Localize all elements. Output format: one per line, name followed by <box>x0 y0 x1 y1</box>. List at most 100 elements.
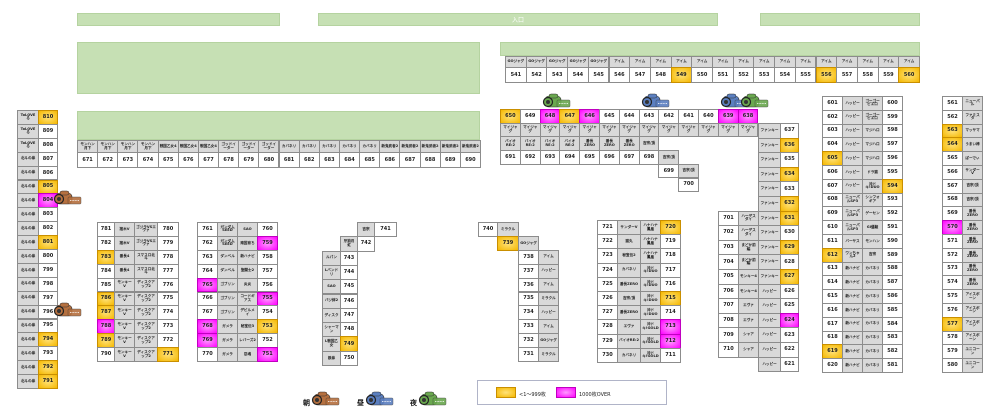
machine-model-label: バイオRE:2 <box>617 333 641 349</box>
machine-model-label: 沖ドキ!GOLD <box>640 319 661 335</box>
machine-model-label: 北斗の拳 <box>17 179 39 195</box>
machine-number-cell: 596 <box>882 151 903 166</box>
machine-number-cell: 580 <box>942 358 963 373</box>
machine-model-label: ガンダムSEED <box>217 235 238 251</box>
machine-model-label: GOジャグ <box>518 235 539 251</box>
machine-model-label: ユニコーン <box>962 358 983 373</box>
machine-number-cell: 769 <box>197 333 218 349</box>
machine-number-cell: 728 <box>597 319 618 335</box>
machine-number-cell: 766 <box>197 291 218 307</box>
machine-number-cell: 635 <box>780 152 799 168</box>
machine-model-label: 番長ZERO <box>617 305 641 321</box>
machine-model-label: カバネリ <box>862 316 883 332</box>
machine-number-cell: 779 <box>157 235 179 251</box>
machine-number-cell: 555 <box>794 67 817 83</box>
machine-number-cell: 562 <box>942 109 963 125</box>
machine-number-cell: 807 <box>38 151 58 167</box>
machine-model-label: 猪木V <box>114 235 135 251</box>
camera-legend-label-morning: 朝 <box>303 399 310 407</box>
machine-model-label: 北斗の拳 <box>17 249 39 264</box>
machine-number-cell: 686 <box>379 152 401 168</box>
machine-model-label: ミラクル <box>538 347 559 362</box>
machine-number-cell: 581 <box>882 358 903 373</box>
machine-model-label: カバネリ <box>862 358 883 373</box>
machine-model-label: マイジャグ <box>500 122 521 138</box>
machine-model-label: ハッピー <box>842 165 863 180</box>
machine-model-label: レバーズ2 <box>237 333 258 349</box>
machine-number-cell: 563 <box>942 123 963 139</box>
machine-model-label: ハッピー <box>842 137 863 153</box>
machine-number-cell: 682 <box>298 152 320 168</box>
machine-model-label: エヴァ <box>738 298 759 314</box>
machine-number-cell: 618 <box>822 330 843 346</box>
machine-model-label: ディスクアップ2 <box>134 305 158 321</box>
machine-model-label: マジハロ <box>862 151 883 166</box>
machine-model-label: ハッピー <box>538 263 559 279</box>
machine-model-label: ディスクアップ2 <box>134 277 158 293</box>
machine-number-cell: 646 <box>579 109 600 124</box>
machine-model-label: ミラクル <box>538 291 559 307</box>
machine-model-label: ゴジラVSエヴァ <box>134 235 158 251</box>
machine-model-label: GOジャグ <box>538 333 559 349</box>
machine-number-cell: 649 <box>519 109 541 124</box>
machine-number-cell: 688 <box>419 152 441 168</box>
machine-model-label: カバネリ <box>862 275 883 291</box>
machine-model-label: 吉宗/頂 <box>658 150 680 165</box>
machine-number-cell: 719 <box>660 234 681 250</box>
camera-morning-icon <box>53 190 83 208</box>
machine-model-label: マイジャグ <box>559 122 581 138</box>
camera-legend-label-noon: 昼 <box>357 399 364 407</box>
machine-number-cell: 698 <box>638 150 660 165</box>
machine-model-label: 新ハナビ <box>842 358 863 373</box>
machine-model-label: マイジャグ <box>717 122 739 138</box>
machine-number-cell: 587 <box>882 275 903 291</box>
machine-number-cell: 723 <box>597 248 618 264</box>
machine-number-cell: 583 <box>882 330 903 346</box>
machine-model-label: モンハン <box>862 234 883 249</box>
machine-model-label: エヴァ <box>617 319 641 335</box>
machine-number-cell: 708 <box>718 312 739 329</box>
machine-model-label: 新ハナビ <box>842 303 863 318</box>
machine-number-cell: 553 <box>753 67 776 83</box>
machine-number-cell: 588 <box>882 261 903 277</box>
machine-number-cell: 607 <box>822 178 843 194</box>
machine-number-cell: 676 <box>177 152 199 168</box>
machine-number-cell: 681 <box>278 152 300 168</box>
machine-number-cell: 761 <box>197 222 218 237</box>
machine-model-label: マイジャグ <box>678 122 699 138</box>
machine-number-cell: 793 <box>38 346 58 362</box>
machine-number-cell: 740 <box>478 222 498 237</box>
machine-model-label: 北斗の拳 <box>17 290 39 306</box>
machine-model-label: ガメラ <box>217 347 238 362</box>
machine-model-label: マイジャグ <box>638 122 660 138</box>
machine-model-label: バイオRE:2 <box>559 136 581 152</box>
machine-model-label: 北斗の拳 <box>17 360 39 376</box>
machine-number-cell: 693 <box>539 150 561 165</box>
machine-model-label: 猫丸 <box>617 234 641 250</box>
top-area-right <box>760 13 920 26</box>
machine-number-cell: 615 <box>822 289 843 304</box>
machine-number-cell: 677 <box>197 152 220 168</box>
machine-number-cell: 625 <box>780 298 799 314</box>
machine-model-label: ガメラ <box>217 333 238 349</box>
magenta-swatch <box>556 387 576 398</box>
machine-number-cell: 565 <box>942 151 963 166</box>
machine-number-cell: 768 <box>197 319 218 335</box>
machine-number-cell: 616 <box>822 303 843 318</box>
machine-model-label: 吉宗 <box>862 247 883 263</box>
machine-number-cell: 709 <box>718 327 739 343</box>
machine-model-label: ゴーゴーピエロ <box>862 109 883 125</box>
machine-model-label: アイム <box>898 56 920 68</box>
machine-model-label: 吉宗/頂 <box>617 291 641 307</box>
machine-model-label: ハッピー <box>842 96 863 111</box>
machine-model-label: カバネリ <box>617 347 641 363</box>
machine-model-label: ニューパルSP3 <box>842 206 863 222</box>
machine-number-cell: 550 <box>691 67 713 83</box>
machine-number-cell: 780 <box>157 222 179 237</box>
machine-model-label: 北斗の拳 <box>17 276 39 292</box>
machine-number-cell: 770 <box>197 347 218 362</box>
machine-model-label: 番長4 <box>114 263 135 279</box>
machine-number-cell: 692 <box>519 150 541 165</box>
machine-number-cell: 586 <box>882 289 903 304</box>
machine-number-cell: 747 <box>340 307 358 324</box>
